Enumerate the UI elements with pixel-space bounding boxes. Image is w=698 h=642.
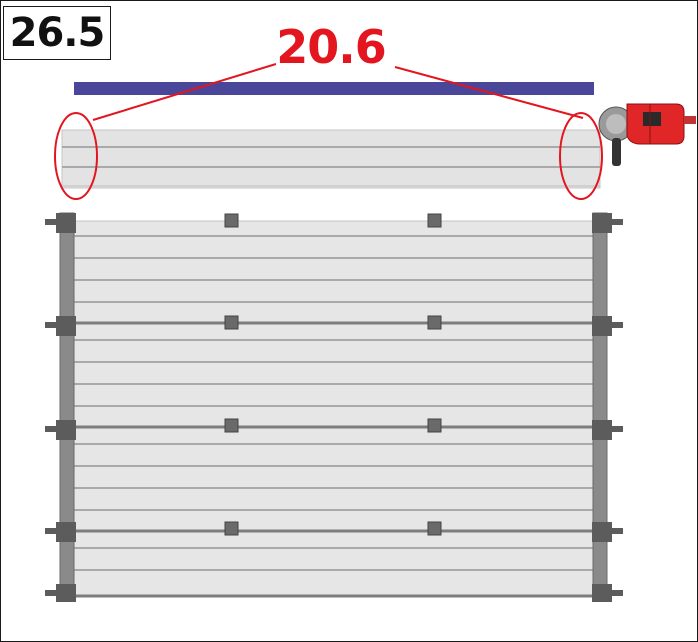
hinge-bracket-icon (45, 213, 76, 602)
door-panel-stack (71, 220, 595, 598)
hinge-bracket-icon (592, 213, 623, 602)
top-rail (74, 82, 594, 95)
callout-leader-right (394, 66, 584, 119)
step-number: 26.5 (3, 6, 111, 60)
frame-post-left (59, 212, 75, 602)
callout-leader-left (92, 63, 277, 121)
cordless-drill-icon (598, 103, 696, 166)
top-panel (61, 129, 601, 189)
callout-ellipse-right (559, 112, 603, 200)
callout-number: 20.6 (276, 18, 387, 76)
callout-ellipse-left (54, 112, 98, 200)
center-hinge-icon (224, 213, 442, 536)
frame-post-right (592, 212, 608, 602)
